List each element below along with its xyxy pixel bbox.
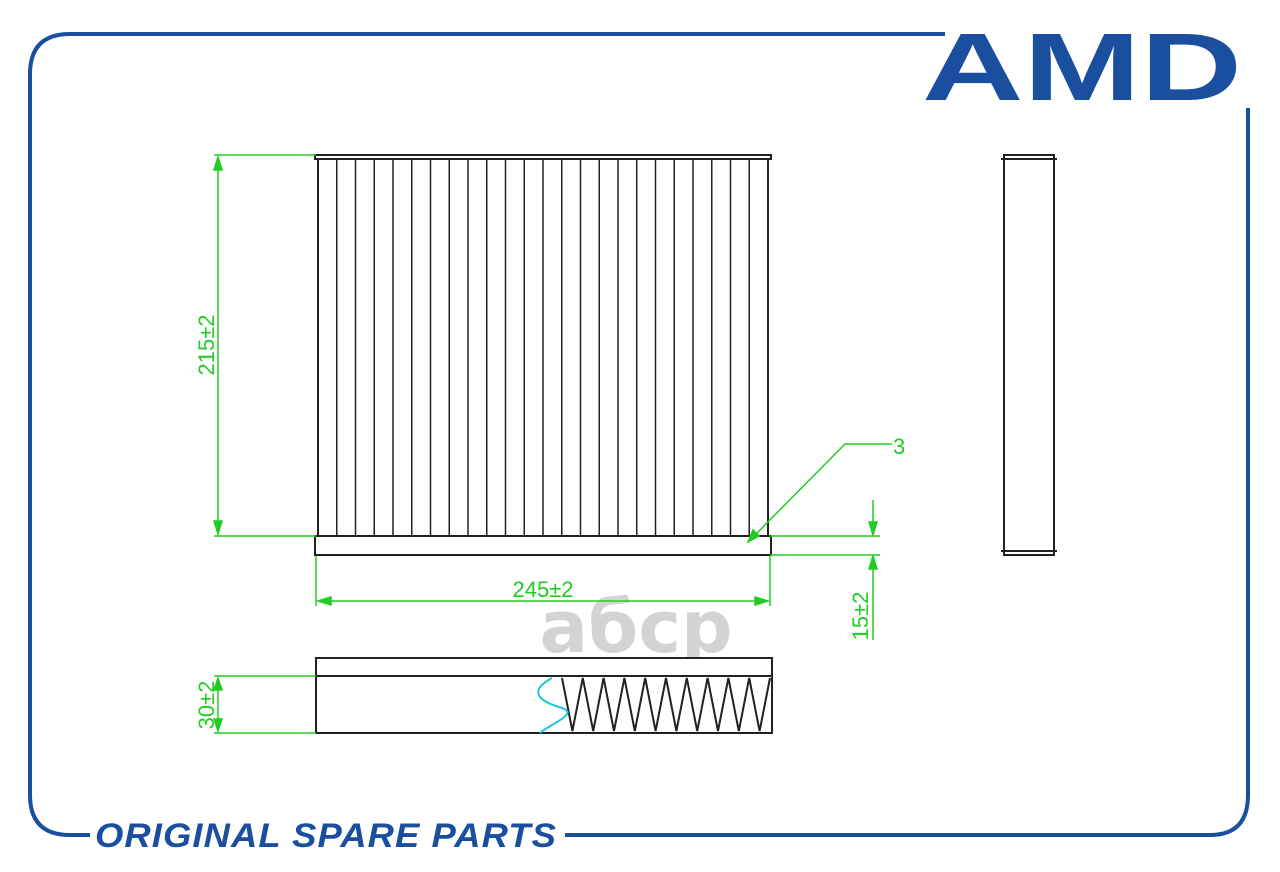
bottom-view-frame xyxy=(315,657,773,677)
side-view xyxy=(1001,154,1057,556)
brand-logo: AMD xyxy=(922,14,1242,121)
border-frame xyxy=(28,32,1250,837)
dimension-width xyxy=(315,556,771,607)
bottom-view xyxy=(315,657,773,734)
pleat-lines xyxy=(336,159,750,536)
tagline: ORIGINAL SPARE PARTS xyxy=(95,817,557,855)
callout-label: 3 xyxy=(893,434,905,459)
watermark: aбcp xyxy=(539,585,732,669)
side-view-body xyxy=(1003,154,1055,556)
dimension-depth-label: 30±2 xyxy=(194,681,219,730)
dimension-depth xyxy=(212,675,316,734)
dimension-frame xyxy=(770,500,880,640)
filter-frame-strip xyxy=(314,535,772,556)
dimension-width-label: 245±2 xyxy=(512,577,573,602)
bottom-view-body xyxy=(315,675,773,734)
pleat-zigzag xyxy=(561,677,771,732)
pleat-wave xyxy=(537,677,569,734)
dimension-height xyxy=(212,154,316,537)
dimension-frame-label: 15±2 xyxy=(848,592,873,641)
callout-leader xyxy=(746,443,892,544)
brand-logo-text: AMD xyxy=(922,14,1242,121)
front-view xyxy=(314,154,772,556)
dimension-height-label: 215±2 xyxy=(194,314,219,375)
